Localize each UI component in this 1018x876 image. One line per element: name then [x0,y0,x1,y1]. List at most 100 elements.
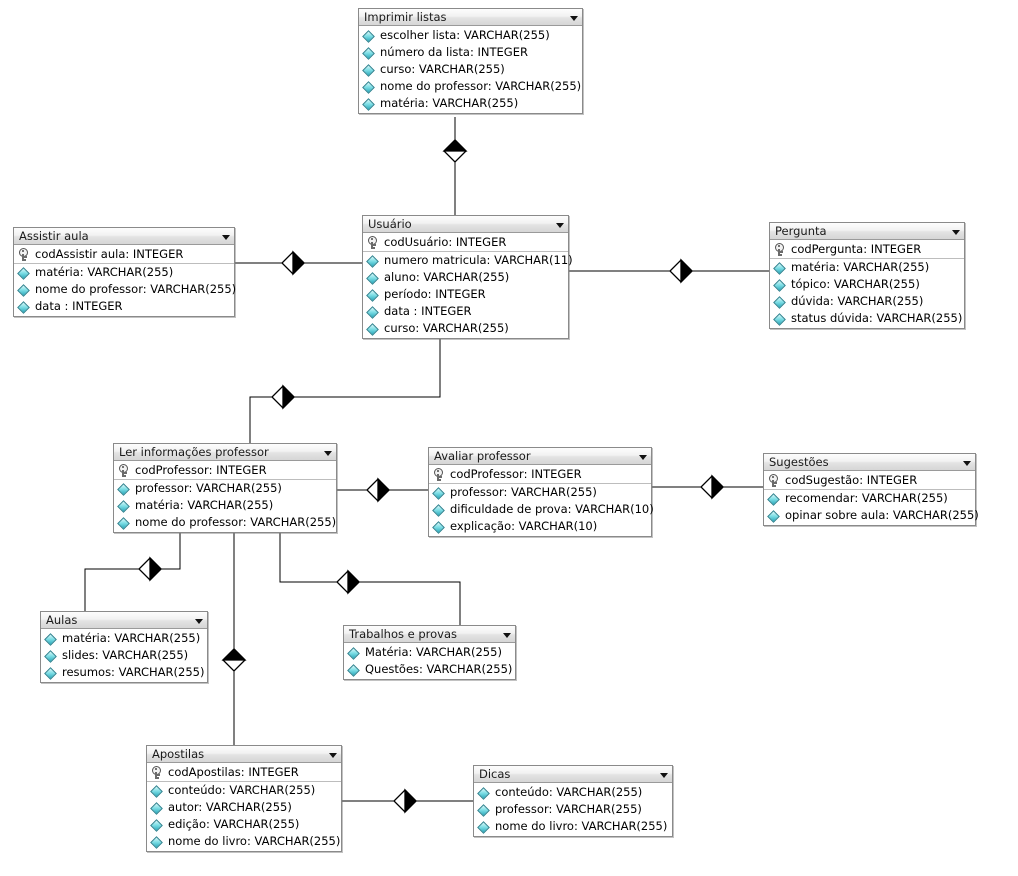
chevron-down-icon[interactable] [952,230,960,235]
entity-title-imprimir-listas[interactable]: Imprimir listas [359,9,582,26]
attribute-row[interactable]: numero matricula: VARCHAR(11) [363,252,573,269]
chevron-down-icon[interactable] [639,455,647,460]
attribute-row[interactable]: conteúdo: VARCHAR(255) [474,784,672,801]
primary-key-row[interactable]: codSugestão: INTEGER [764,472,975,490]
attribute-label: matéria: VARCHAR(255) [380,96,519,110]
primary-key-row[interactable]: codProfessor: INTEGER [429,466,651,484]
entity-aulas[interactable]: Aulas matéria: VARCHAR(255) slides: VARCHA… [40,611,208,683]
attribute-row[interactable]: matéria: VARCHAR(255) [114,497,336,514]
entity-title-ler-informacoes-professor[interactable]: Ler informações professor [114,444,336,461]
attribute-label: conteúdo: VARCHAR(255) [168,783,316,797]
chevron-down-icon[interactable] [222,235,230,240]
attribute-row[interactable]: escolher lista: VARCHAR(255) [359,27,582,44]
entity-title-trabalhos-e-provas[interactable]: Trabalhos e provas [344,626,515,643]
diamond-icon [347,664,360,677]
attribute-row[interactable]: data : INTEGER [363,303,568,320]
diamond-icon [432,521,445,534]
entity-title-apostilas[interactable]: Apostilas [147,746,341,763]
attribute-row[interactable]: nome do professor: VARCHAR(255) [14,281,237,298]
attribute-row[interactable]: número da lista: INTEGER [359,44,582,61]
entity-title-usuario[interactable]: Usuário [363,216,568,233]
attribute-row[interactable]: nome do livro: VARCHAR(255) [474,818,672,835]
attribute-row[interactable]: autor: VARCHAR(255) [147,799,341,816]
attribute-label: codAssistir aula: INTEGER [35,247,184,261]
primary-key-row[interactable]: codPergunta: INTEGER [770,241,964,259]
chevron-down-icon[interactable] [556,223,564,228]
primary-key-row[interactable]: codAssistir aula: INTEGER [14,246,234,264]
diamond-icon [362,64,375,77]
attribute-row[interactable]: recomendar: VARCHAR(255) [764,490,975,507]
attribute-label: matéria: VARCHAR(255) [62,631,201,645]
attribute-row[interactable]: edição: VARCHAR(255) [147,816,341,833]
attribute-row[interactable]: matéria: VARCHAR(255) [14,264,234,281]
attribute-row[interactable]: professor: VARCHAR(255) [114,480,336,497]
chevron-down-icon[interactable] [570,16,578,21]
diamond-ler-trabalhos [336,569,360,595]
diamond-ler-apostilas [221,648,247,672]
diamond-icon [150,802,163,815]
attribute-row[interactable]: nome do professor: VARCHAR(255) [114,514,336,531]
attribute-label: matéria: VARCHAR(255) [135,498,274,512]
attribute-row[interactable]: dificuldade de prova: VARCHAR(10) [429,501,654,518]
chevron-down-icon[interactable] [963,461,971,466]
attribute-label: Matéria: VARCHAR(255) [365,645,502,659]
attribute-label: nome do professor: VARCHAR(255) [35,282,237,296]
diamond-icon [44,650,57,663]
attribute-label: professor: VARCHAR(255) [135,481,282,495]
attribute-row[interactable]: matéria: VARCHAR(255) [359,95,582,112]
primary-key-row[interactable]: codApostilas: INTEGER [147,764,341,782]
diamond-icon [150,836,163,849]
attribute-row[interactable]: conteúdo: VARCHAR(255) [147,782,341,799]
attribute-row[interactable]: tópico: VARCHAR(255) [770,276,964,293]
entity-title-avaliar-professor[interactable]: Avaliar professor [429,448,651,465]
attribute-row[interactable]: status dúvida: VARCHAR(255) [770,310,964,327]
entity-title-sugestoes[interactable]: Sugestões [764,454,975,471]
diamond-icon [362,81,375,94]
diamond-usuario-pergunta [669,258,693,284]
attribute-row[interactable]: explicação: VARCHAR(10) [429,518,651,535]
attribute-row[interactable]: nome do livro: VARCHAR(255) [147,833,341,850]
attribute-row[interactable]: Questões: VARCHAR(255) [344,661,515,678]
attribute-row[interactable]: Matéria: VARCHAR(255) [344,644,515,661]
attribute-row[interactable]: data : INTEGER [14,298,234,315]
diamond-icon [366,255,379,268]
attribute-row[interactable]: nome do professor: VARCHAR(255) [359,78,582,95]
attribute-row[interactable]: dúvida: VARCHAR(255) [770,293,964,310]
chevron-down-icon[interactable] [329,753,337,758]
primary-key-row[interactable]: codProfessor: INTEGER [114,462,336,480]
attribute-row[interactable]: professor: VARCHAR(255) [474,801,672,818]
chevron-down-icon[interactable] [195,619,203,624]
chevron-down-icon[interactable] [324,451,332,456]
attribute-row[interactable]: curso: VARCHAR(255) [359,61,582,78]
entity-title-dicas[interactable]: Dicas [474,766,672,783]
attribute-row[interactable]: professor: VARCHAR(255) [429,484,651,501]
chevron-down-icon[interactable] [660,773,668,778]
primary-key-row[interactable]: codUsuário: INTEGER [363,234,568,252]
attribute-row[interactable]: período: INTEGER [363,286,568,303]
attribute-row[interactable]: slides: VARCHAR(255) [41,647,207,664]
diamond-icon [477,821,490,834]
attribute-row[interactable]: aluno: VARCHAR(255) [363,269,568,286]
attribute-row[interactable]: resumos: VARCHAR(255) [41,664,207,681]
entity-title-aulas[interactable]: Aulas [41,612,207,629]
attribute-label: dúvida: VARCHAR(255) [791,294,924,308]
entity-title-assistir-aula[interactable]: Assistir aula [14,228,234,245]
attribute-row[interactable]: curso: VARCHAR(255) [363,320,568,337]
attribute-row[interactable]: opinar sobre aula: VARCHAR(255) [764,507,979,524]
attribute-row[interactable]: matéria: VARCHAR(255) [770,259,964,276]
attribute-row[interactable]: matéria: VARCHAR(255) [41,630,207,647]
chevron-down-icon[interactable] [503,633,511,638]
diamond-ler-aulas [138,556,162,582]
entity-attribute-list: matéria: VARCHAR(255) slides: VARCHAR(255… [41,629,207,682]
entity-assistir-aula[interactable]: Assistir aula codAssistir aula: INTEGER ma… [13,227,237,317]
entity-title-pergunta[interactable]: Pergunta [770,223,964,240]
